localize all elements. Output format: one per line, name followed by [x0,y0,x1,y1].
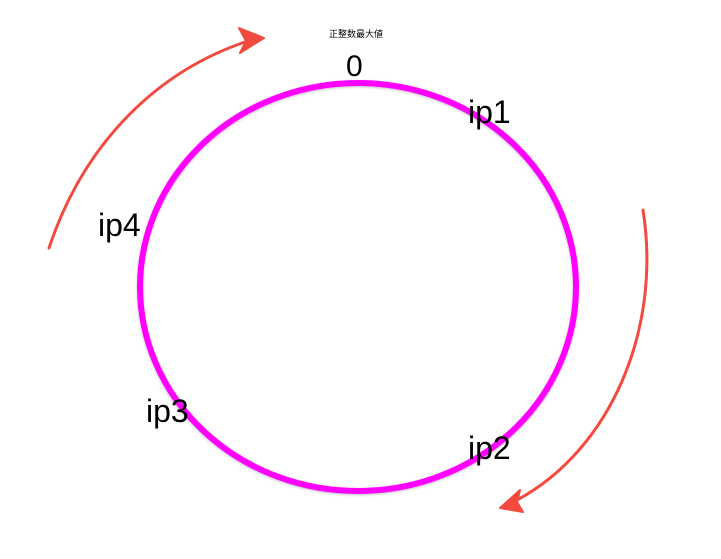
node-label-ip3: ip3 [146,393,189,429]
node-label-ip2: ip2 [468,430,511,466]
arrow-right [499,208,649,513]
arrow-shaft-top-left [47,39,250,250]
arrow-head-right [499,489,524,513]
node-label-ip4: ip4 [98,207,141,243]
arrow-top-left [47,27,265,250]
max-int-label: 正整数最大値 [329,29,384,39]
arrow-head-top-left [238,27,265,54]
node-label-ip1: ip1 [468,94,511,130]
zero-label: 0 [346,50,363,83]
arrow-shaft-right [515,208,649,502]
hash-ring [137,80,579,494]
